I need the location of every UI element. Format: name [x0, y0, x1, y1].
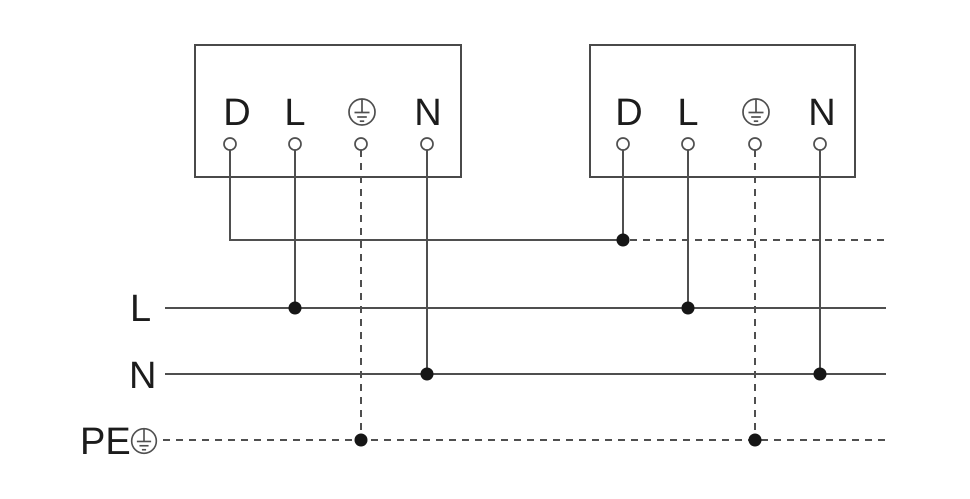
device-1-terminal-earth [354, 137, 368, 151]
device-2-terminal-earth [748, 137, 762, 151]
device-2: D L N [589, 44, 856, 178]
junction-dot-device2-neutral [813, 367, 827, 381]
device-2-outline [589, 44, 856, 178]
device-1-outline [194, 44, 462, 178]
device-1-terminal-label-n: N [414, 92, 441, 134]
device-2-terminal-label-l: L [677, 92, 698, 134]
protective-earth-icon [130, 427, 158, 455]
bus-label-live: L [130, 288, 151, 330]
junction-dot-device1-neutral [420, 367, 434, 381]
junction-dots [288, 233, 827, 447]
junction-dot-device1-live [288, 301, 302, 315]
junction-dot-device2-live [681, 301, 695, 315]
device-1-terminal-d [223, 137, 237, 151]
bus-label-neutral: N [129, 355, 156, 397]
bus-label-pe: PE [80, 421, 131, 463]
junction-dot-device1-pe [354, 433, 368, 447]
device-2-terminal-n [813, 137, 827, 151]
junction-dot-d-link [616, 233, 630, 247]
device-1-terminal-l [288, 137, 302, 151]
junction-dot-device2-pe [748, 433, 762, 447]
device-1-terminal-label-l: L [284, 92, 305, 134]
device-2-terminal-label-n: N [808, 92, 835, 134]
device-2-terminal-d [616, 137, 630, 151]
device-1: D L N [194, 44, 462, 178]
device-1-terminal-label-d: D [223, 92, 250, 134]
device-2-terminal-label-d: D [615, 92, 642, 134]
device-1-terminal-n [420, 137, 434, 151]
device-2-terminal-l [681, 137, 695, 151]
wires [229, 150, 884, 440]
supply-buses: L N PE [80, 288, 886, 463]
